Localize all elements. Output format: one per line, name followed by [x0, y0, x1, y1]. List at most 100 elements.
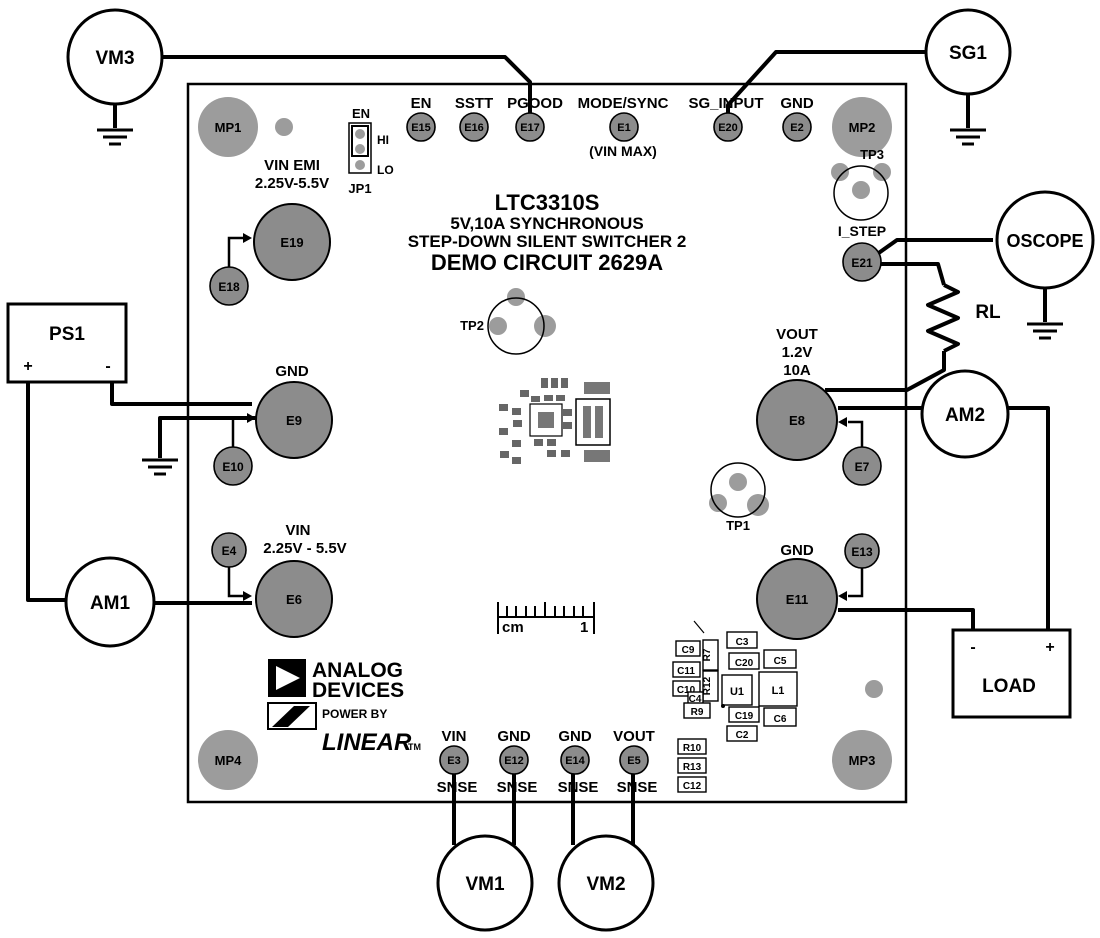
component-c11: C11 [672, 661, 701, 678]
board-part-number: LTC3310S [495, 190, 600, 215]
svg-text:R13: R13 [683, 762, 702, 773]
vm3-meter: VM3 [66, 8, 164, 106]
svg-text:C5: C5 [774, 656, 787, 667]
load-box: LOAD - + [951, 628, 1072, 719]
jumper-jp1 [348, 122, 372, 174]
label-vout-current: 10A [783, 362, 811, 379]
label-tp2: TP2 [460, 318, 484, 333]
mounting-hole-mp2: MP2 [832, 97, 892, 157]
test-point-tp1 [709, 462, 769, 518]
ground-symbol-vm3 [97, 128, 133, 146]
label-vin-sense: VIN [441, 728, 466, 745]
component-c6: C6 [763, 707, 797, 727]
wire-e13-e11 [848, 565, 864, 598]
load-label: LOAD [982, 676, 1036, 697]
svg-text:C10: C10 [677, 685, 696, 696]
label-pgood: PGOOD [507, 95, 563, 112]
component-r10: R10 [677, 738, 707, 755]
label-snse-3: SNSE [558, 779, 599, 796]
ps1-supply: PS1 + - [6, 302, 128, 384]
label-sstt: SSTT [455, 95, 493, 112]
vm2-label: VM2 [586, 874, 625, 895]
svg-text:E19: E19 [280, 235, 303, 250]
svg-text:C3: C3 [736, 637, 749, 648]
am2-label: AM2 [945, 405, 985, 426]
svg-text:E11: E11 [786, 592, 808, 607]
board-description-2: STEP-DOWN SILENT SWITCHER 2 [408, 232, 687, 251]
logo-analog-text: ANALOG [312, 659, 403, 682]
vm2-meter: VM2 [557, 834, 655, 932]
label-vout-sense: VOUT [613, 728, 655, 745]
svg-text:C9: C9 [682, 645, 695, 656]
turret-e16: E16 [459, 112, 489, 142]
svg-text:E7: E7 [855, 460, 870, 474]
svg-text:R7: R7 [702, 648, 713, 661]
label-gnd-top: GND [780, 95, 814, 112]
svg-text:MP3: MP3 [849, 753, 876, 768]
turret-e2: E2 [782, 112, 812, 142]
resistor-rl [926, 283, 960, 353]
turret-e21: E21 [842, 242, 882, 282]
svg-text:R12: R12 [702, 676, 713, 695]
turret-e6: E6 [255, 560, 333, 638]
jumper-hi-label: HI [377, 133, 389, 147]
label-vin-emi-range: 2.25V-5.5V [255, 175, 329, 192]
jumper-jp1-label: JP1 [348, 181, 371, 196]
wire-am2-load [1008, 406, 1050, 630]
ic-footprint-area [499, 378, 611, 464]
sg1-generator: SG1 [924, 8, 1012, 96]
label-gnd-sense-2: GND [558, 728, 592, 745]
turret-e10: E10 [213, 446, 253, 486]
svg-text:E3: E3 [447, 755, 460, 767]
logo-linear-text: LINEAR [322, 729, 412, 756]
svg-text:E9: E9 [286, 413, 302, 428]
svg-text:MP4: MP4 [215, 753, 243, 768]
label-vin: VIN [285, 522, 310, 539]
ps1-plus: + [23, 358, 32, 375]
load-plus: + [1045, 639, 1054, 656]
component-r12: R12 [702, 670, 719, 702]
svg-text:E14: E14 [565, 755, 585, 767]
mounting-hole-mp1: MP1 [198, 97, 258, 157]
logo-tm-text: TM [408, 742, 421, 752]
jumper-en-label: EN [352, 106, 370, 121]
turret-e7: E7 [842, 446, 882, 486]
wire-e4-e6 [227, 566, 248, 598]
svg-text:E1: E1 [617, 122, 630, 134]
svg-text:E15: E15 [411, 122, 431, 134]
component-r13: R13 [677, 757, 707, 774]
svg-text:E20: E20 [718, 122, 738, 134]
am1-label: AM1 [90, 593, 131, 614]
label-tp3: TP3 [860, 147, 884, 162]
svg-text:C12: C12 [683, 781, 702, 792]
turret-e9: E9 [255, 381, 333, 459]
label-gnd-right: GND [780, 542, 814, 559]
svg-text:C2: C2 [736, 730, 749, 741]
component-c20: C20 [728, 652, 760, 670]
svg-text:E5: E5 [627, 755, 640, 767]
am1-meter: AM1 [64, 556, 156, 648]
svg-text:C6: C6 [774, 714, 787, 725]
svg-text:E6: E6 [286, 592, 302, 607]
turret-e14: E14 [560, 745, 590, 775]
svg-text:E10: E10 [222, 460, 244, 474]
svg-text:E17: E17 [520, 122, 540, 134]
mounting-hole-mp3: MP3 [832, 730, 892, 790]
ruler-one-label: 1 [580, 619, 588, 636]
scale-ruler [497, 602, 595, 634]
label-vin-max: (VIN MAX) [589, 143, 657, 159]
ps1-label: PS1 [49, 324, 85, 345]
label-snse-4: SNSE [617, 779, 658, 796]
svg-text:L1: L1 [772, 685, 785, 697]
svg-text:E21: E21 [851, 256, 873, 270]
turret-e8: E8 [756, 379, 838, 461]
label-sg-input: SG_INPUT [688, 95, 763, 112]
turret-e17: E17 [515, 112, 545, 142]
svg-text:C20: C20 [735, 658, 754, 669]
mounting-dot-mp3 [865, 680, 883, 698]
logo-devices-text: DEVICES [312, 679, 404, 702]
wire-e21-rl [880, 262, 946, 286]
rl-label: RL [975, 302, 1001, 323]
board-circuit-name: DEMO CIRCUIT 2629A [431, 250, 663, 275]
